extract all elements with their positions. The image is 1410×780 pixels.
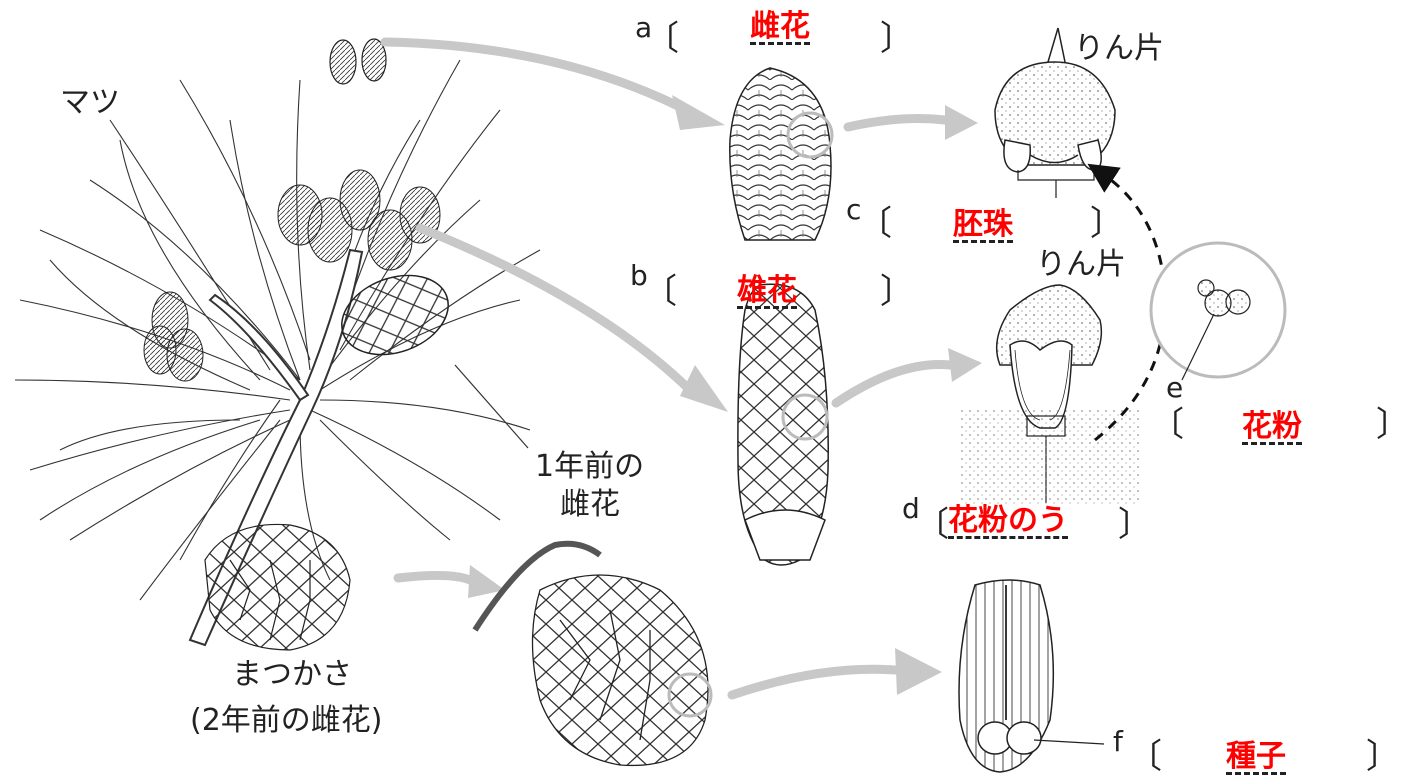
one-year-label-line2: 雌花	[560, 490, 620, 520]
pinecone-label-line2: (2年前の雌花)	[190, 706, 383, 736]
blank-e-letter: e	[1166, 374, 1183, 402]
pollen-detail	[1151, 243, 1285, 380]
blank-f-close-bracket: 〕	[1366, 740, 1400, 774]
blank-a-open-bracket: 〔	[645, 22, 679, 56]
blank-e-close-bracket: 〕	[1376, 408, 1410, 442]
blank-d-open-bracket: 〔	[915, 508, 949, 542]
blank-b-answer: 雄花	[737, 276, 797, 306]
blank-b-close-bracket: 〕	[880, 275, 914, 309]
young-female-flowers	[330, 39, 386, 84]
male-flower-b	[738, 284, 828, 565]
blank-f-answer: 種子	[1226, 742, 1286, 772]
blank-c-open-bracket: 〔	[858, 207, 892, 241]
pinecone-label-line1: まつかさ	[232, 660, 352, 690]
blank-a-close-bracket: 〕	[880, 22, 914, 56]
blank-b-open-bracket: 〔	[643, 275, 677, 309]
pine-label: マツ	[60, 88, 120, 118]
pinecone-on-branch	[205, 524, 350, 650]
blank-c-answer: 胚珠	[953, 210, 1013, 240]
leader-line-one-year	[455, 365, 528, 448]
blank-e-answer: 花粉	[1242, 412, 1302, 442]
pine-needles	[15, 60, 540, 600]
seed-detail	[959, 580, 1104, 772]
one-year-label-line1: 1年前の	[535, 452, 644, 482]
blank-e-open-bracket: 〔	[1150, 408, 1184, 442]
scale-label-mid: りん片	[1036, 250, 1126, 280]
blank-d-close-bracket: 〕	[1118, 508, 1152, 542]
blank-d-answer: 花粉のう	[948, 506, 1068, 536]
blank-f-letter: f	[1113, 728, 1123, 756]
female-flower-a	[730, 68, 832, 240]
scale-label-top: りん片	[1074, 34, 1164, 64]
blank-f-open-bracket: 〔	[1128, 740, 1162, 774]
one-year-female-cone	[475, 544, 711, 766]
blank-a-answer: 雌花	[750, 12, 810, 42]
blank-c-close-bracket: 〕	[1090, 207, 1124, 241]
